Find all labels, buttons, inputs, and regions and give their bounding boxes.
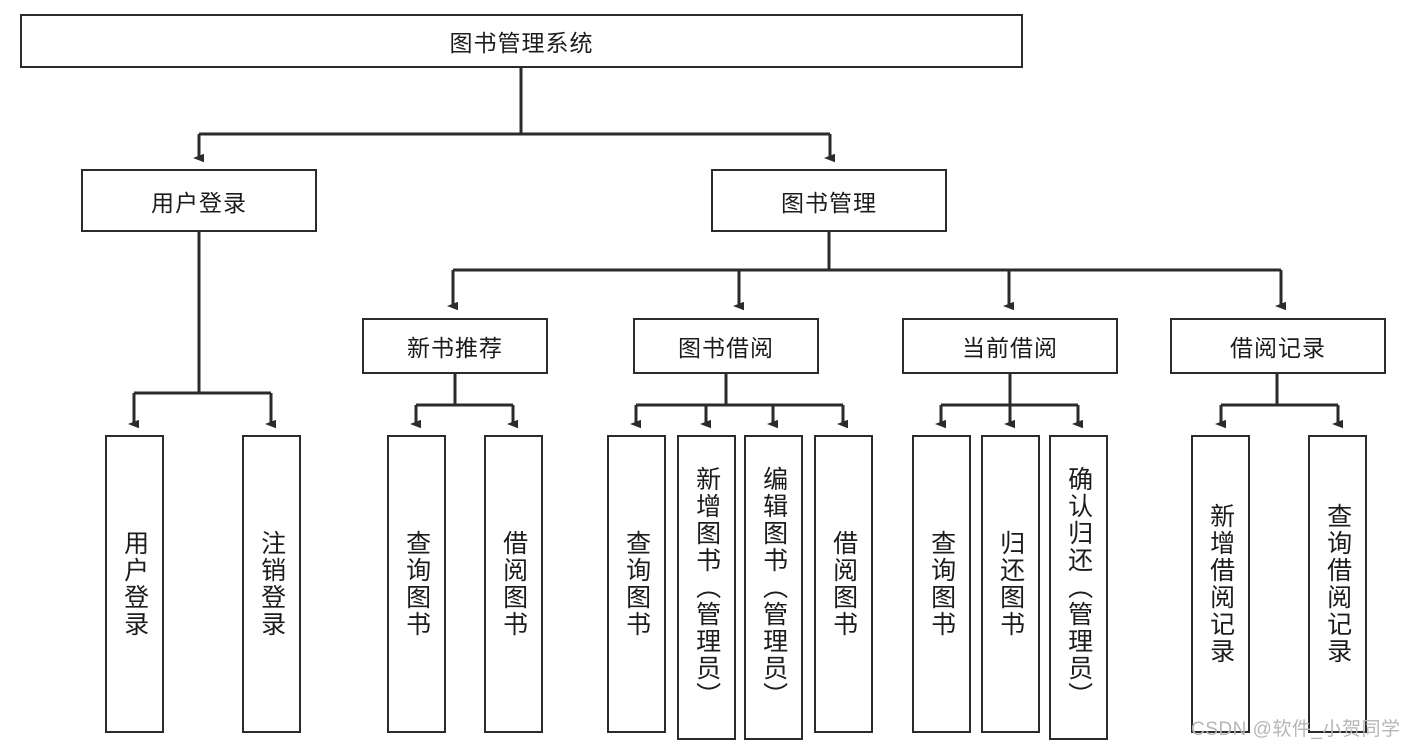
node-leaf-borrow-book-1[interactable]: 借阅图书 (484, 435, 543, 733)
watermark-text: CSDN @软件_小贺同学 (1191, 719, 1401, 740)
node-book-management[interactable]: 图书管理 (711, 169, 947, 232)
node-borrow-record[interactable]: 借阅记录 (1170, 318, 1386, 374)
node-book-borrow[interactable]: 图书借阅 (633, 318, 819, 374)
node-leaf-user-login-label: 用户登录 (120, 530, 149, 638)
node-leaf-return-book-label: 归还图书 (996, 530, 1025, 638)
node-leaf-borrow-book-2-label: 借阅图书 (829, 530, 858, 638)
node-leaf-borrow-book-2[interactable]: 借阅图书 (814, 435, 873, 733)
node-leaf-user-login[interactable]: 用户登录 (105, 435, 164, 733)
node-leaf-add-book[interactable]: 新增图书（管理员） (677, 435, 736, 740)
node-leaf-add-record[interactable]: 新增借阅记录 (1191, 435, 1250, 733)
node-leaf-add-book-label: 新增图书（管理员） (692, 466, 721, 709)
node-leaf-query-book-2[interactable]: 查询图书 (607, 435, 666, 733)
node-leaf-edit-book-label: 编辑图书（管理员） (759, 466, 788, 709)
node-leaf-logout-label: 注销登录 (257, 530, 286, 638)
node-user-login-label: 用户登录 (151, 189, 247, 216)
node-book-borrow-label: 图书借阅 (678, 335, 774, 361)
node-new-book-recommend[interactable]: 新书推荐 (362, 318, 548, 374)
node-current-borrow-label: 当前借阅 (962, 335, 1058, 361)
node-leaf-query-record[interactable]: 查询借阅记录 (1308, 435, 1367, 733)
node-leaf-logout[interactable]: 注销登录 (242, 435, 301, 733)
node-leaf-query-book-1[interactable]: 查询图书 (387, 435, 446, 733)
node-leaf-return-book[interactable]: 归还图书 (981, 435, 1040, 733)
node-leaf-query-record-label: 查询借阅记录 (1323, 503, 1352, 665)
node-leaf-query-book-3[interactable]: 查询图书 (912, 435, 971, 733)
node-current-borrow[interactable]: 当前借阅 (902, 318, 1118, 374)
node-new-book-recommend-label: 新书推荐 (407, 335, 503, 361)
node-book-management-label: 图书管理 (781, 189, 877, 216)
node-leaf-query-book-3-label: 查询图书 (927, 530, 956, 638)
node-leaf-borrow-book-1-label: 借阅图书 (499, 530, 528, 638)
node-leaf-edit-book[interactable]: 编辑图书（管理员） (744, 435, 803, 740)
node-root[interactable]: 图书管理系统 (20, 14, 1023, 68)
node-leaf-query-book-1-label: 查询图书 (402, 530, 431, 638)
node-leaf-add-record-label: 新增借阅记录 (1206, 503, 1235, 665)
node-leaf-confirm-return-label: 确认归还（管理员） (1064, 466, 1093, 709)
node-leaf-query-book-2-label: 查询图书 (622, 530, 651, 638)
node-root-label: 图书管理系统 (449, 30, 594, 56)
node-borrow-record-label: 借阅记录 (1230, 335, 1326, 361)
node-leaf-confirm-return[interactable]: 确认归还（管理员） (1049, 435, 1108, 740)
node-user-login[interactable]: 用户登录 (81, 169, 317, 232)
